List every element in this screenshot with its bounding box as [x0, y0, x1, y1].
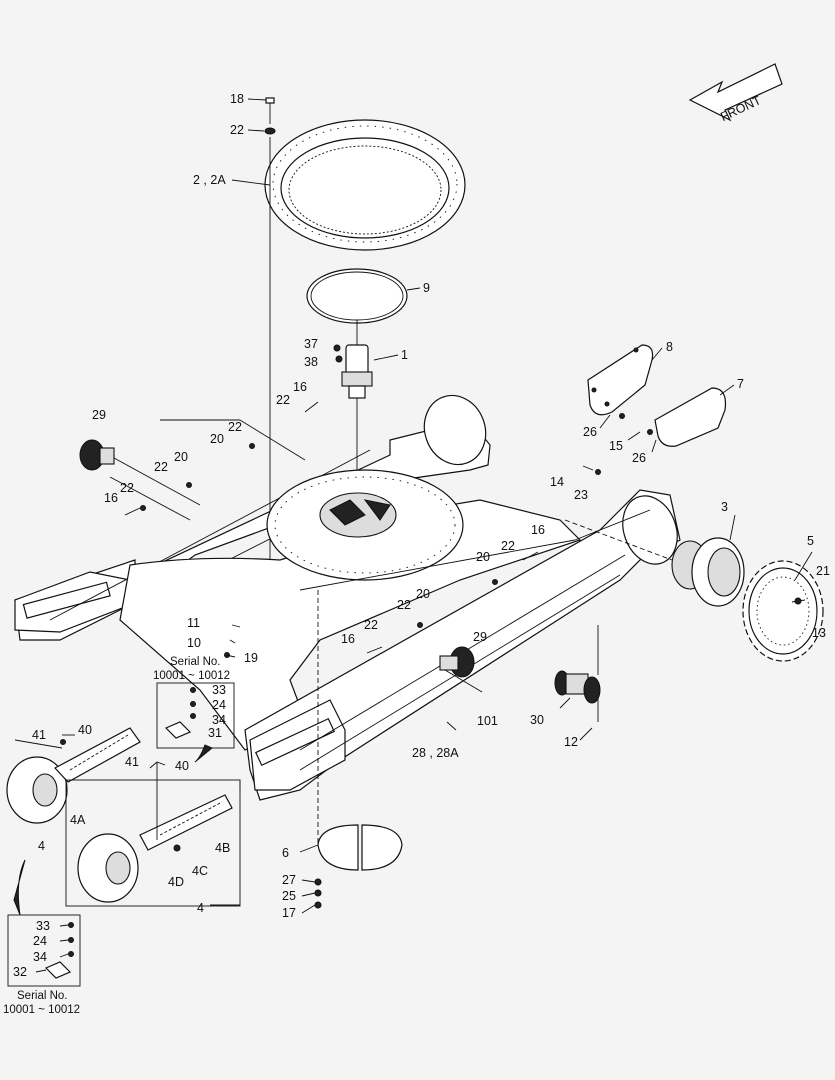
callout-24: 24 — [212, 698, 226, 712]
callout-13: 13 — [812, 626, 826, 640]
callout-31: 31 — [208, 726, 222, 740]
callout-18: 18 — [230, 92, 244, 106]
serial-box-2: Serial No. 10001 ~ 10012 — [3, 914, 81, 1016]
callout-4b: 4B — [215, 841, 230, 855]
callout-5: 5 — [807, 534, 814, 548]
callout-14: 14 — [550, 475, 564, 489]
serial-box-1-title: Serial No. — [170, 656, 221, 668]
callout-4c: 4C — [192, 864, 208, 878]
callout-41-b: 41 — [125, 755, 139, 769]
sprocket-5 — [742, 560, 824, 662]
callout-20-b: 20 — [174, 450, 188, 464]
cover-8 — [587, 344, 654, 416]
lower-roller-30 — [554, 625, 601, 722]
callout-16: 16 — [293, 380, 307, 394]
idler-box — [65, 779, 241, 907]
callout-33-b: 33 — [36, 919, 50, 933]
callout-22: 22 — [230, 123, 244, 137]
callout-4d: 4D — [168, 875, 184, 889]
callout-4-b: 4 — [197, 901, 204, 915]
upper-roller-29-right — [439, 646, 475, 678]
callout-25: 25 — [282, 889, 296, 903]
callout-19: 19 — [244, 651, 258, 665]
callout-1: 1 — [401, 348, 408, 362]
cover-7 — [654, 387, 727, 447]
callout-22-d: 22 — [154, 460, 168, 474]
callout-22-g: 22 — [397, 598, 411, 612]
serial-box-1-range: 10001 ~ 10012 — [153, 670, 230, 682]
callout-16-b: 16 — [104, 491, 118, 505]
callout-20: 20 — [210, 432, 224, 446]
callout-27: 27 — [282, 873, 296, 887]
callout-11: 11 — [187, 616, 200, 630]
front-arrow: FRONT — [688, 63, 783, 124]
callout-4: 4 — [38, 839, 45, 853]
callout-22-c: 22 — [228, 420, 242, 434]
callout-3: 3 — [721, 500, 728, 514]
callout-6: 6 — [282, 846, 289, 860]
callout-16-d: 16 — [341, 632, 355, 646]
callout-23: 23 — [574, 488, 588, 502]
callout-22-h: 22 — [364, 618, 378, 632]
callout-101: 101 — [477, 714, 498, 728]
callout-40-b: 40 — [175, 759, 189, 773]
callout-26: 26 — [583, 425, 597, 439]
callout-20-d: 20 — [416, 587, 430, 601]
callout-32: 32 — [13, 965, 27, 979]
callout-8: 8 — [666, 340, 673, 354]
callout-41: 41 — [32, 728, 46, 742]
bottom-cover-6 — [314, 590, 403, 909]
callout-37: 37 — [304, 337, 318, 351]
serial-box-2-range: 10001 ~ 10012 — [3, 1004, 80, 1016]
callout-28-28a: 28 , 28A — [412, 746, 459, 760]
callout-40: 40 — [78, 723, 92, 737]
serial-box-2-title: Serial No. — [17, 990, 68, 1002]
callout-12: 12 — [564, 735, 578, 749]
callout-21: 21 — [816, 564, 830, 578]
callout-4a: 4A — [70, 813, 86, 827]
callout-10: 10 — [187, 636, 201, 650]
callout-24-b: 24 — [33, 934, 47, 948]
idler-assembly-boxed — [77, 762, 233, 903]
travel-motor-3 — [564, 519, 745, 607]
idler-assembly-left — [6, 727, 141, 824]
callout-9: 9 — [423, 281, 430, 295]
callout-20-c: 20 — [476, 550, 490, 564]
callout-15: 15 — [609, 439, 623, 453]
serial-box-1: Serial No. 10001 ~ 10012 — [153, 656, 235, 749]
callout-34: 34 — [212, 713, 226, 727]
upper-roller-29-left — [79, 439, 201, 506]
callout-26-b: 26 — [632, 451, 646, 465]
callout-22-e: 22 — [120, 481, 134, 495]
callout-7: 7 — [737, 377, 744, 391]
leader-lines — [14, 98, 813, 973]
callout-33: 33 — [212, 683, 226, 697]
callout-29-b: 29 — [473, 630, 487, 644]
callout-labels: 18 22 2 , 2A 9 37 38 1 8 7 26 15 26 16 2… — [13, 92, 830, 979]
callout-30: 30 — [530, 713, 544, 727]
hardware-dots — [60, 401, 653, 745]
callout-29: 29 — [92, 408, 106, 422]
callout-22-b: 22 — [276, 393, 290, 407]
callout-16-c: 16 — [531, 523, 545, 537]
callout-17: 17 — [282, 906, 296, 920]
o-ring-9 — [306, 268, 408, 324]
callout-2-2a: 2 , 2A — [193, 173, 226, 187]
callout-22-f: 22 — [501, 539, 515, 553]
swing-bearing — [264, 119, 466, 251]
callout-34-b: 34 — [33, 950, 47, 964]
track-frame — [14, 394, 681, 801]
callout-38: 38 — [304, 355, 318, 369]
